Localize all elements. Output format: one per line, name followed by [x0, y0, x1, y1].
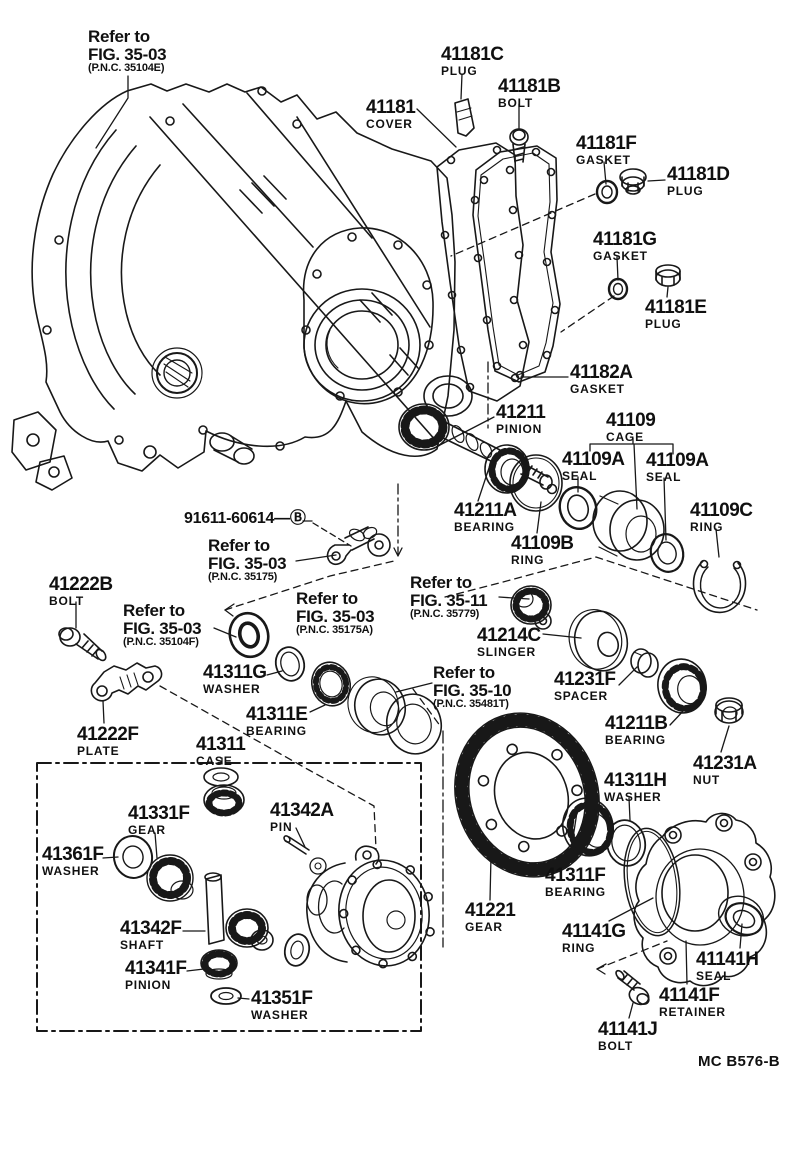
speedo-driven-gear: [510, 585, 552, 630]
dashed-reference-lines: [159, 193, 758, 975]
bearing-race-outer: [347, 676, 407, 736]
pinion-assembly: [398, 403, 563, 512]
differential-subassembly-box: [36, 762, 435, 1032]
retainer-41141f-part: [633, 812, 776, 987]
bearing-race-outer-2: [385, 693, 443, 755]
seal-41109a-left: [558, 485, 598, 531]
slinger-41214c: [568, 609, 629, 672]
plug-41181e: [655, 264, 681, 287]
ring-gear-41221: [454, 712, 600, 878]
ring-41141g-part: [623, 827, 681, 937]
spacer-41231f: [630, 648, 659, 678]
figure-code: MC B576-B: [698, 1053, 780, 1070]
plug-41181d: [619, 168, 647, 195]
gasket-41181f: [595, 179, 619, 205]
cage-41109: [592, 490, 665, 561]
bolt-41181b: [509, 128, 529, 163]
side-cover-gasket: [470, 145, 561, 383]
plate-41222f: [90, 662, 163, 702]
snap-ring-41109c: [692, 559, 747, 614]
bearing-41311f-part: [562, 797, 615, 857]
washer-41311h-part: [605, 819, 647, 867]
bolt-41141j: [615, 969, 650, 1006]
part-label-91611: 91611-60614—Ⓑ: [184, 510, 306, 527]
speed-sensor-91611: [326, 526, 391, 565]
ring-41109b: [509, 454, 563, 512]
bearing-41211a: [484, 444, 530, 494]
seal-41141h-part: [724, 902, 764, 936]
differential-case: [306, 845, 435, 969]
seal-41109a-right: [649, 533, 685, 573]
nut-41231a: [714, 697, 744, 724]
washer-41311g-part: [274, 646, 306, 682]
bearing-41311e-part: [310, 661, 352, 707]
side-cover: [436, 142, 530, 402]
leader-lines: [75, 73, 743, 1019]
bolt-41222b: [58, 627, 107, 662]
oil-seal-35104f: [228, 611, 270, 659]
plug-41181c: [454, 98, 475, 137]
bearing-41211b: [657, 658, 707, 714]
transaxle-housing: [11, 83, 473, 491]
